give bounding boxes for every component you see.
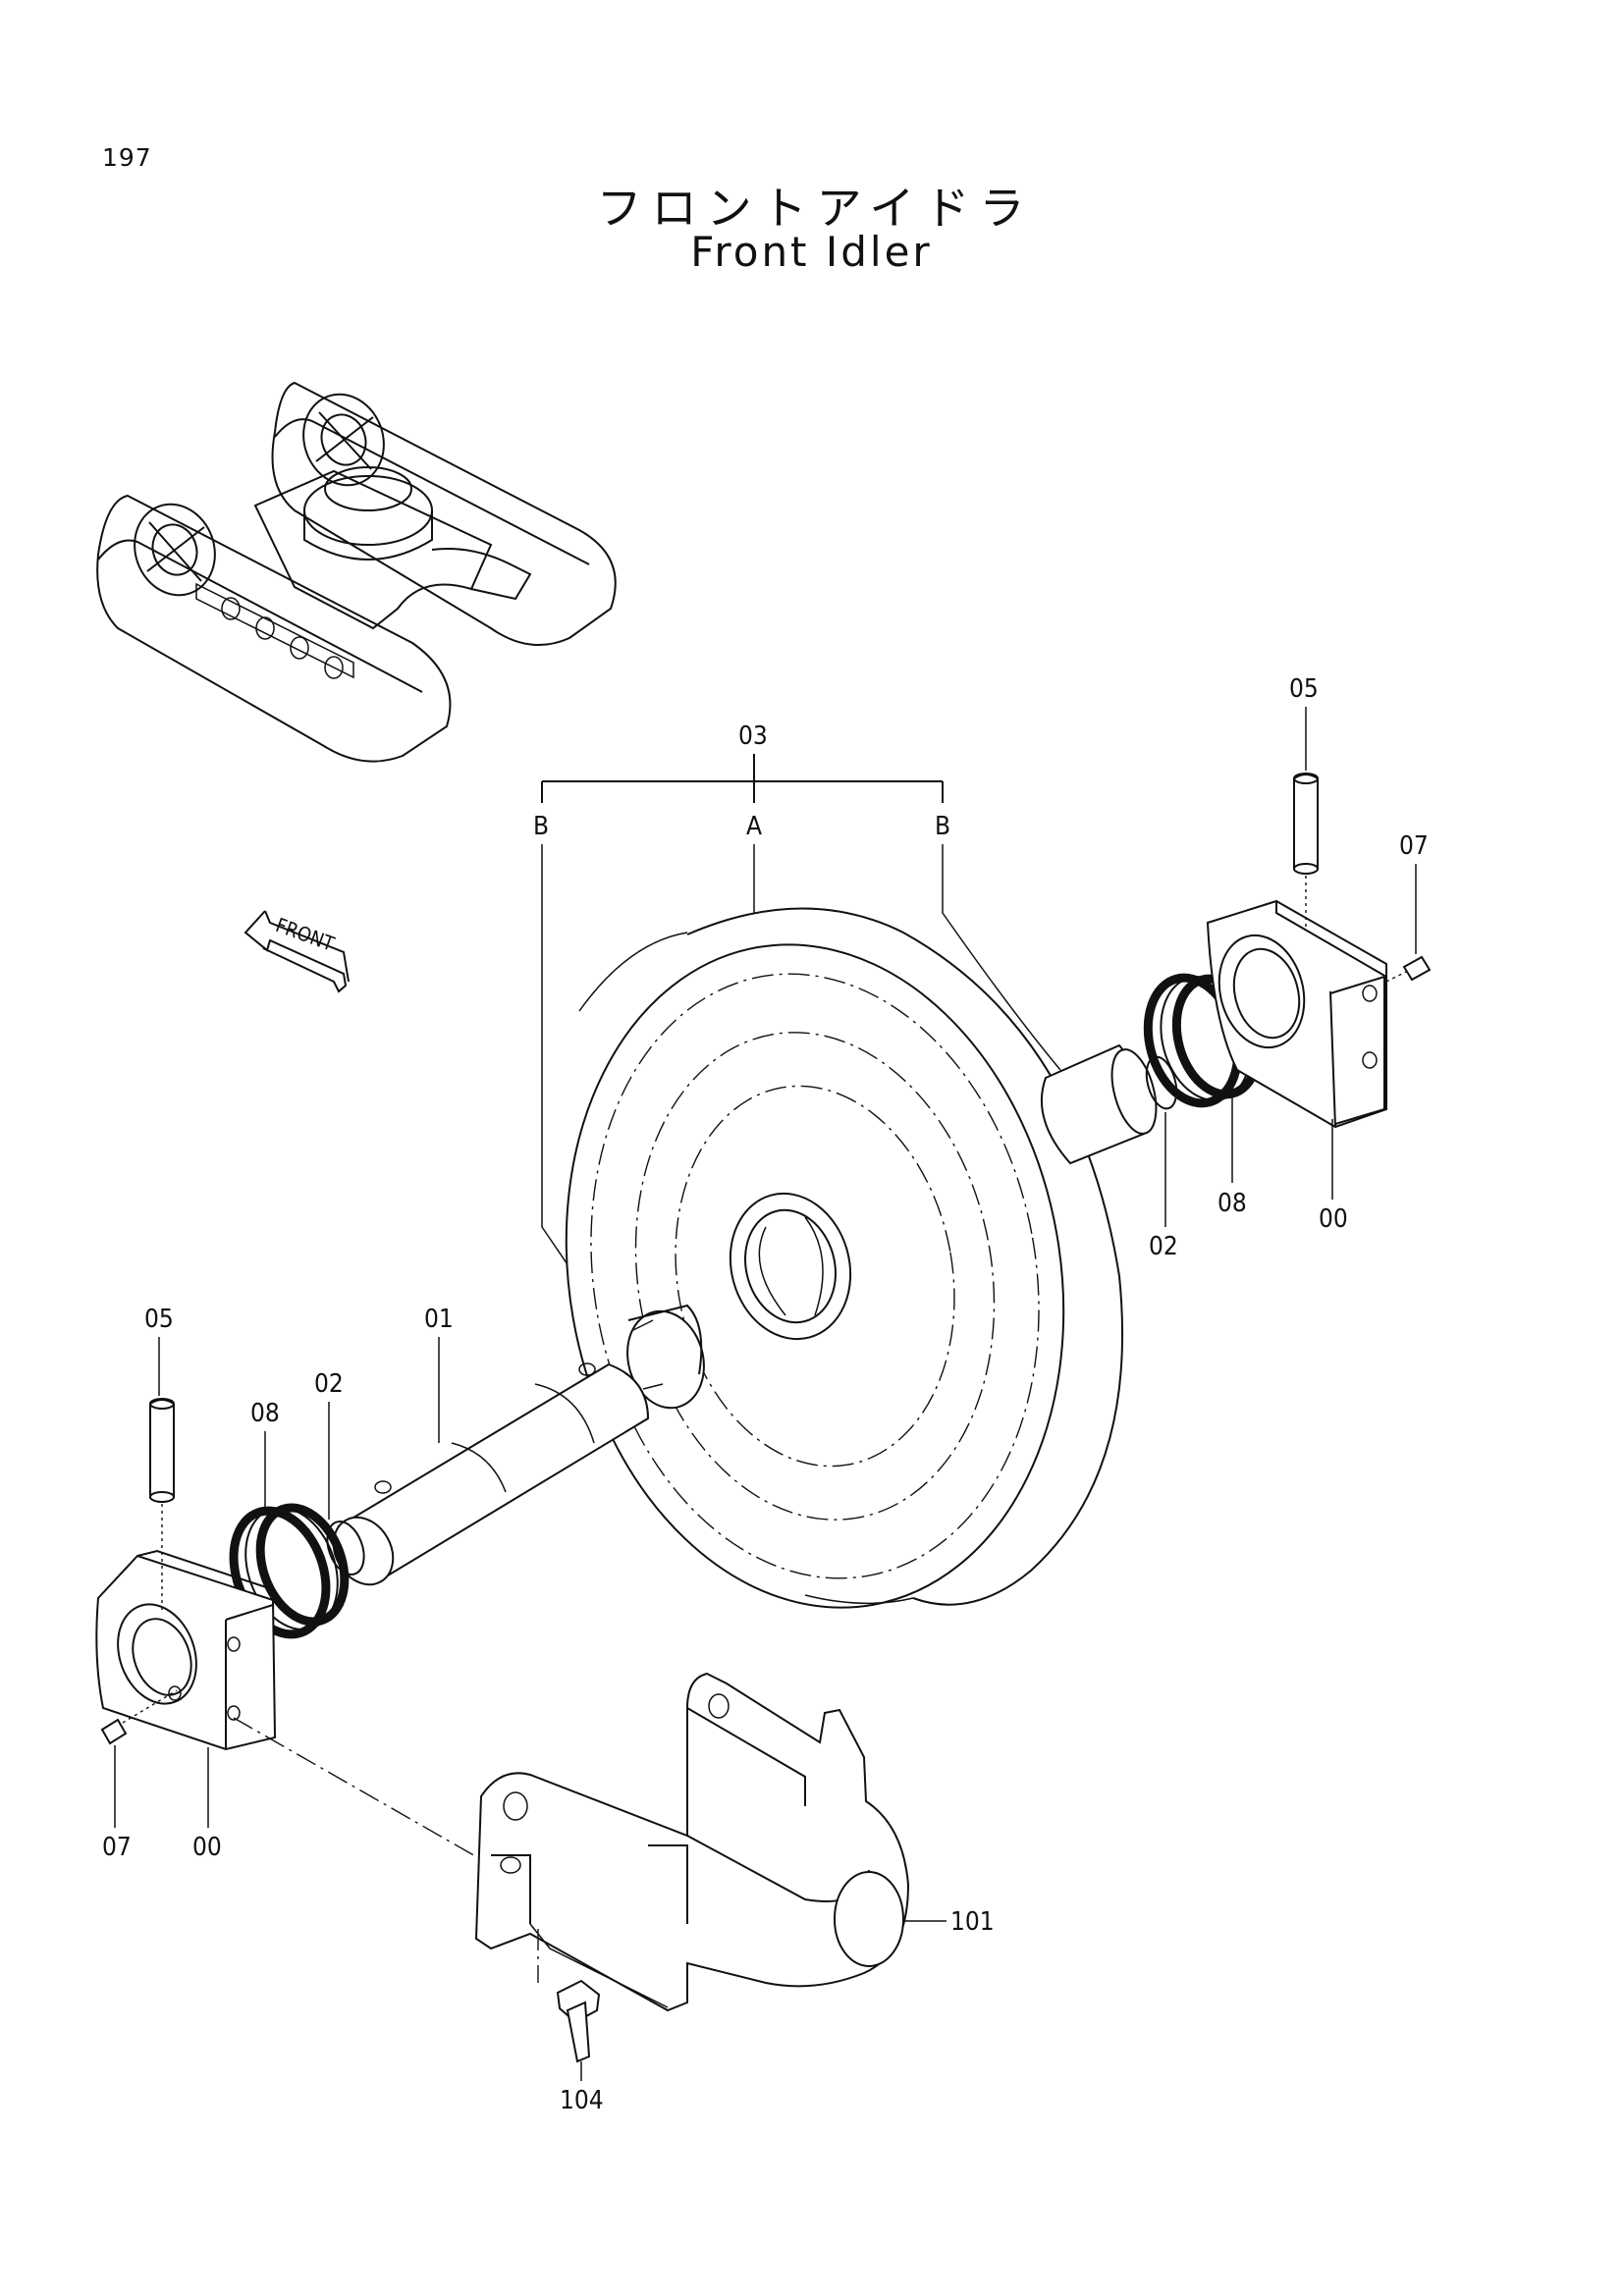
callout-08-left: 08 <box>250 1399 280 1428</box>
callout-02-left: 02 <box>314 1369 344 1399</box>
page-number: 197 <box>102 143 152 172</box>
callout-02-right: 02 <box>1149 1232 1178 1261</box>
idler-yoke: 101 <box>233 1672 995 2012</box>
callout-B-right: B <box>935 812 950 841</box>
callout-05-right: 05 <box>1289 674 1319 704</box>
bolt: 104 <box>537 1929 604 2115</box>
front-arrow-label: FRONT <box>273 913 339 956</box>
right-side-parts: 02 08 00 05 <box>1040 674 1432 1261</box>
callout-00-right: 00 <box>1319 1204 1348 1234</box>
callout-01: 01 <box>424 1305 454 1334</box>
callout-101: 101 <box>950 1907 995 1937</box>
left-side-parts: 02 08 00 05 <box>95 1305 365 1862</box>
callout-A: A <box>746 812 762 841</box>
callout-05-left: 05 <box>144 1305 174 1334</box>
title-english: Front Idler <box>690 228 933 276</box>
title-japanese: フロントアイドラ <box>596 182 1035 235</box>
callout-07-left: 07 <box>102 1833 132 1862</box>
callout-104: 104 <box>560 2086 604 2115</box>
callout-B-left: B <box>533 812 549 841</box>
front-direction-arrow: FRONT <box>243 910 350 993</box>
undercarriage-overview <box>96 381 617 763</box>
callout-03: 03 <box>738 721 768 751</box>
callout-08-right: 08 <box>1217 1189 1247 1218</box>
idler-wheel <box>565 907 1124 1609</box>
callout-07-right: 07 <box>1399 831 1429 861</box>
assembly-bracket: 03 B A B <box>533 721 1061 1336</box>
callout-00-left: 00 <box>192 1833 222 1862</box>
